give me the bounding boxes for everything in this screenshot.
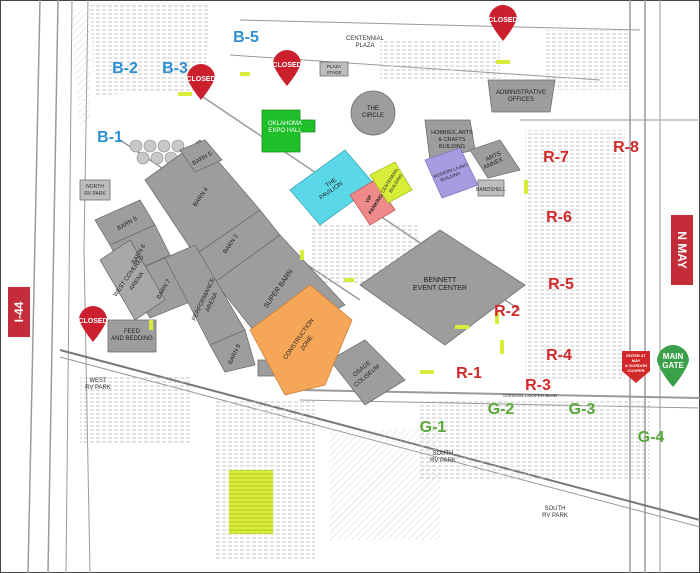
south-rv2-l1: SOUTH	[545, 506, 566, 512]
lot-r5: R-5	[548, 276, 574, 293]
svg-text:CLOSED: CLOSED	[272, 62, 301, 69]
barn-8-shape	[209, 329, 256, 373]
south-rv1-l2: RV PARK	[430, 458, 456, 464]
north-rv-shape	[79, 179, 111, 201]
svg-text:CLOSED: CLOSED	[78, 318, 107, 325]
lot-g1: G-1	[420, 419, 447, 436]
plaza-stage-l2: STAGE	[327, 70, 342, 75]
south-rv2-l2: RV PARK	[542, 513, 568, 519]
svg-text:COOPER: COOPER	[627, 368, 644, 373]
centennial-plaza-l1: CENTENNIAL	[346, 36, 385, 42]
pavilion-l1: THE	[325, 177, 338, 189]
closed-pins: CLOSED CLOSED CLOSED CLOSED	[78, 5, 518, 342]
svg-text:CLOSED: CLOSED	[186, 76, 215, 83]
arts-annex-shape	[469, 139, 521, 179]
closed-pin-feed: CLOSED	[78, 306, 108, 342]
storage-tanks	[129, 139, 185, 165]
lot-r7: R-7	[543, 149, 569, 166]
vip-parking-shape	[349, 179, 396, 226]
gordon-cooper-label: GORDON COOPER BLVD	[503, 393, 557, 398]
lot-b5: B-5	[233, 29, 259, 46]
lot-g3: G-3	[569, 401, 596, 418]
north-rv-l1: NORTH	[86, 184, 104, 190]
enter-sign: ENTER AT MAY & GORDON COOPER	[622, 351, 650, 383]
highway-n-may: N MAY	[671, 215, 693, 285]
svg-text:ENTER AT: ENTER AT	[626, 353, 646, 358]
expo-hall-l1: OKLAHOMA	[268, 121, 302, 127]
svg-text:GATE: GATE	[662, 361, 684, 370]
closed-pin-b3: CLOSED	[186, 64, 216, 100]
centennial-building-shape	[369, 161, 413, 204]
north-rv-l2: RV PARK	[84, 191, 106, 197]
yellow-markers	[149, 60, 528, 374]
lot-b3: B-3	[162, 60, 188, 77]
lot-r8: R-8	[613, 139, 639, 156]
lot-b2: B-2	[112, 60, 138, 77]
hobbies-l2: & CRAFTS	[438, 137, 466, 143]
lot-g4: G-4	[638, 429, 665, 446]
expo-hall-l2: EXPO HALL	[268, 128, 302, 134]
parking-lot-labels: B-2 B-3 B-5 B-1 R-7 R-8 R-6 R-5 R-2 R-4 …	[97, 29, 664, 446]
bennett-l1: BENNETT	[424, 277, 457, 284]
plaza-stage-l1: PLAZA	[327, 64, 341, 69]
svg-text:& GORDON: & GORDON	[625, 363, 647, 368]
modern-living-shape	[424, 147, 479, 199]
bennett-l2: EVENT CENTER	[413, 285, 467, 292]
lot-r4: R-4	[546, 347, 572, 364]
west-covered-arena-shape	[99, 239, 166, 321]
hobbies-l3: BUILDING	[439, 144, 465, 150]
centennial-plaza-l2: PLAZA	[355, 43, 374, 49]
lot-g2: G-2	[488, 401, 515, 418]
bandshell-shape	[477, 179, 505, 197]
plaza-stage-shape	[319, 61, 349, 77]
lot-r6: R-6	[546, 209, 572, 226]
hobbies-l1: HOBBIES, ARTS	[431, 130, 473, 136]
lot-r2: R-2	[494, 303, 520, 320]
feed-bedding-l2: AND BEDDING	[111, 336, 153, 342]
lot-b1: B-1	[97, 129, 123, 146]
svg-text:MAIN: MAIN	[663, 352, 684, 361]
south-rv1-l1: SOUTH	[433, 451, 454, 457]
expo-hall-shape	[261, 109, 316, 153]
svg-text:CLOSED: CLOSED	[488, 17, 517, 24]
bennett-shape	[359, 229, 526, 346]
west-rv-l2: RV PARK	[85, 385, 111, 391]
highway-i44: I-44	[8, 287, 30, 337]
admin-l2: OFFICES	[508, 97, 534, 103]
lot-r1: R-1	[456, 365, 482, 382]
barn-5-shape	[179, 139, 223, 173]
vip-parking-l1: VIP	[364, 194, 374, 205]
feed-bedding-l1: FEED	[124, 329, 141, 335]
highlight-buildings	[149, 60, 528, 534]
bandshell-label: BANDSHELL	[476, 187, 506, 193]
circle-shape	[350, 90, 396, 136]
admin-shape	[487, 79, 556, 113]
svg-text:I-44: I-44	[12, 301, 26, 322]
feed-bedding-shape	[107, 319, 157, 353]
closed-pin-b5: CLOSED	[272, 50, 302, 86]
circle-l2: CIRCLE	[362, 113, 384, 119]
parking-areas	[70, 5, 650, 560]
osage-shape	[329, 339, 406, 406]
west-rv-l1: WEST	[89, 378, 107, 384]
admin-l1: ADMINISTRATIVE	[496, 90, 546, 96]
main-gate-pin: MAIN GATE	[657, 345, 689, 387]
construction-shape	[249, 284, 353, 396]
lot-r3: R-3	[525, 377, 551, 394]
closed-pin-top: CLOSED	[488, 5, 518, 41]
svg-text:MAY: MAY	[632, 358, 641, 363]
circle-l1: THE	[367, 106, 379, 112]
svg-text:N MAY: N MAY	[675, 231, 689, 269]
